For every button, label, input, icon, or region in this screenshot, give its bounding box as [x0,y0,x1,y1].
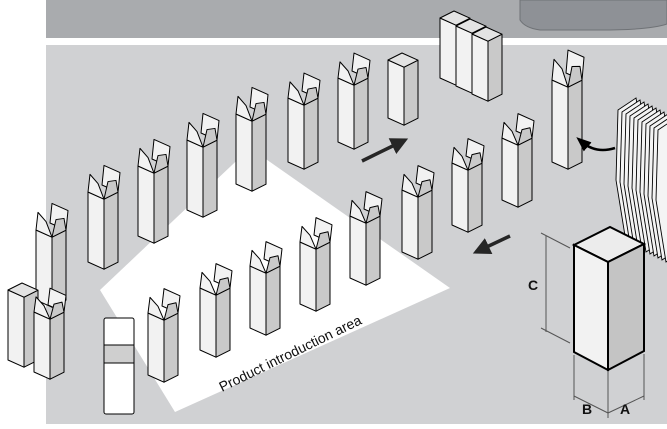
machine-corner [519,0,667,31]
carton [349,191,383,286]
carton [199,263,233,358]
carton [287,72,321,170]
carton [87,164,121,270]
carton-group [7,10,585,415]
feed-arrow [576,137,616,152]
dimension-label-b: B [582,401,592,417]
carton [186,112,220,218]
dimension-label-c: C [528,277,538,293]
dimension-carton [540,225,647,418]
carton [451,138,485,233]
dimension-label-a: A [620,401,630,417]
carton [299,217,333,312]
carton [387,52,419,126]
carton [7,282,39,368]
flow-arrow-up [361,138,409,163]
product-tube [103,317,135,415]
carton [249,241,283,336]
carton [235,86,269,192]
carton [551,49,585,170]
carton [401,165,435,260]
carton [471,26,503,102]
flat-blank-stack [615,97,667,263]
carton [501,113,535,208]
carton [35,202,69,308]
carton [137,138,171,244]
flat-blank [655,123,667,263]
carton [33,287,67,380]
flow-arrow-down [472,234,511,254]
product-tube-band [103,344,135,364]
carton [337,52,371,150]
carton [147,288,181,383]
